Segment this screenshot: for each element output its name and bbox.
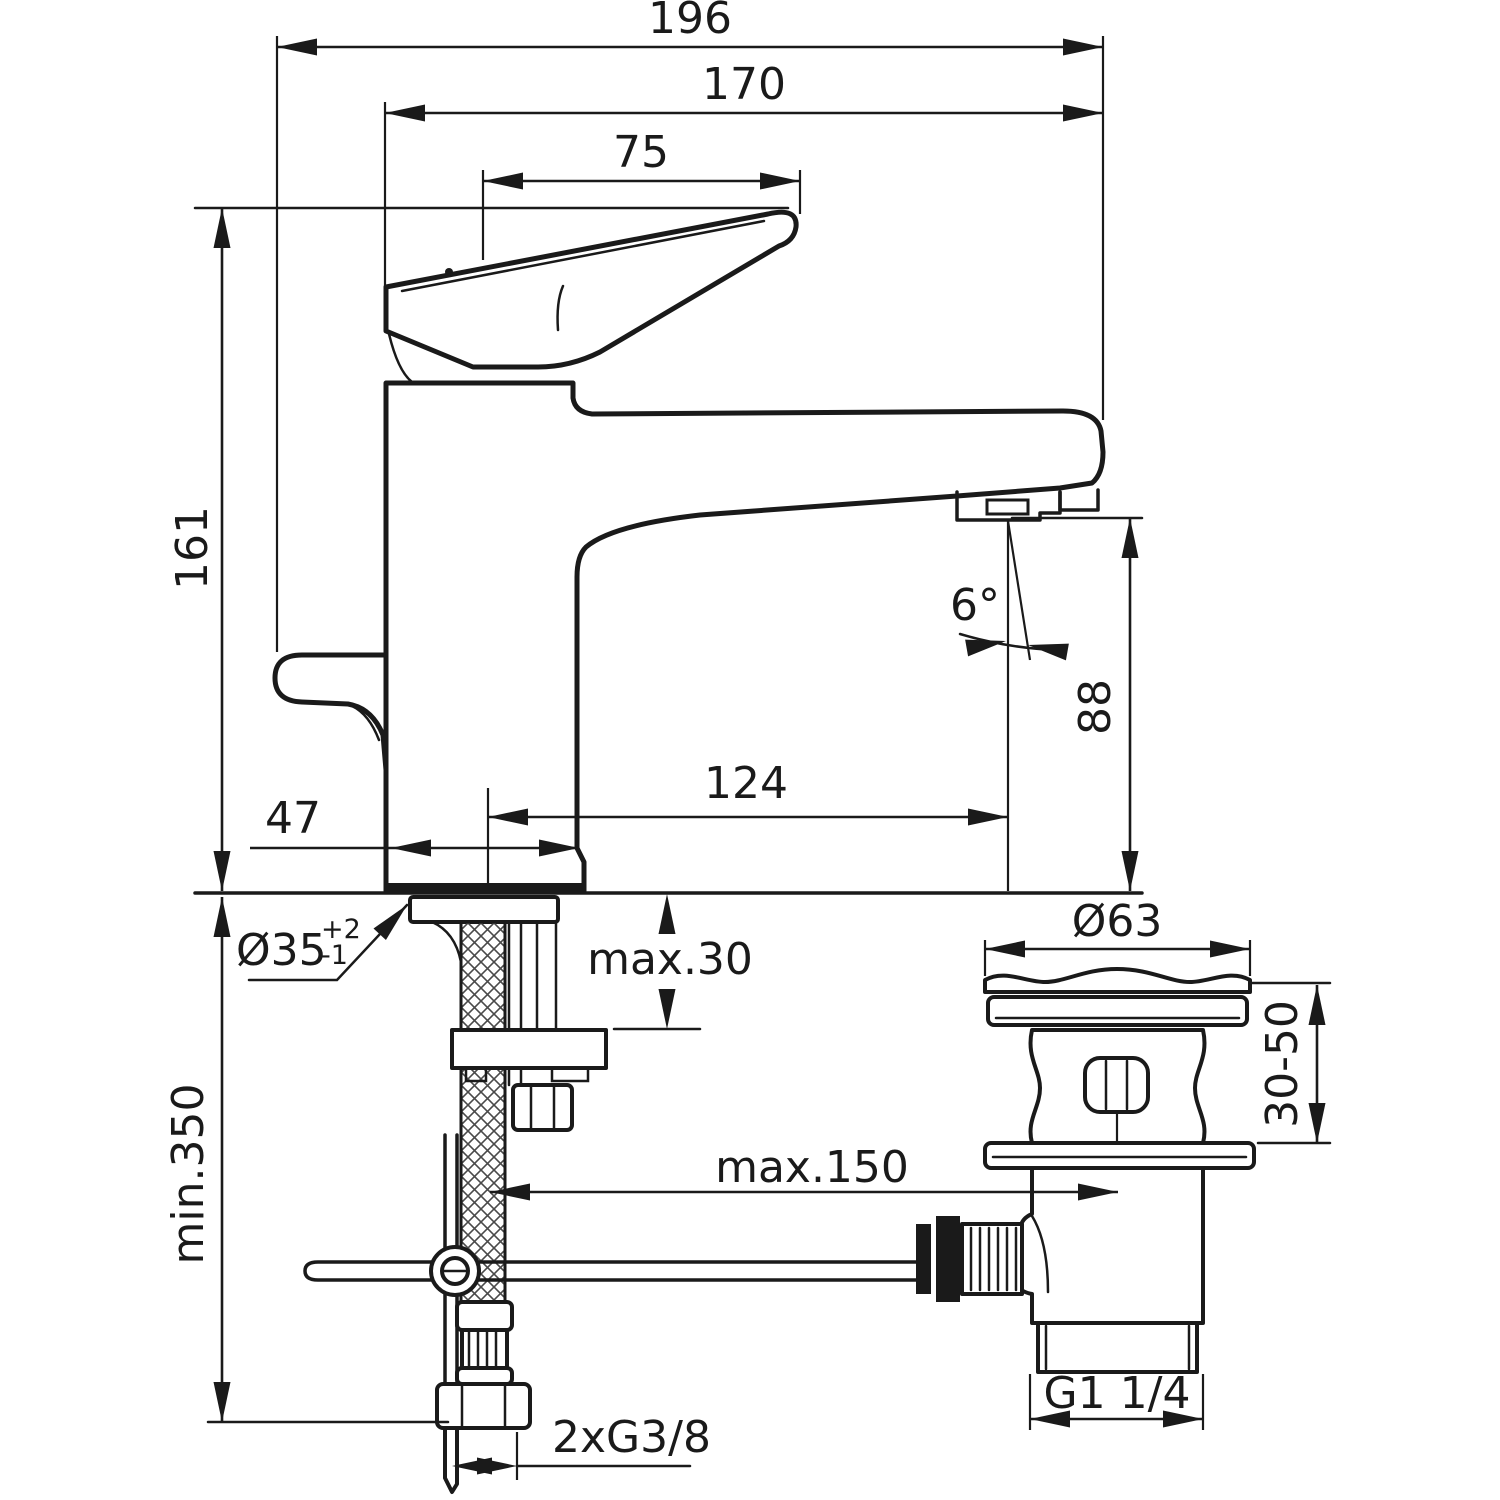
- pop-up-rod-tip: [443, 1426, 459, 1494]
- label-hole-tol-minus: -1: [321, 940, 348, 971]
- label-waste-height-range: 30-50: [1257, 1000, 1308, 1128]
- arrowhead: [1121, 851, 1139, 891]
- arrowhead: [213, 851, 231, 891]
- mounting-shank: [408, 895, 608, 1304]
- pop-up-rod-horizontal: [303, 1260, 922, 1282]
- handle-loop-inner: [350, 704, 381, 742]
- hose-shoulder: [430, 920, 463, 964]
- label-body-to-spout: 170: [702, 59, 786, 110]
- stream-angled-line: [1006, 520, 1032, 661]
- arrowhead: [213, 897, 231, 937]
- faucet: [272, 209, 1106, 894]
- arrowhead: [658, 989, 676, 1029]
- label-base-width: 47: [265, 793, 321, 844]
- label-body-height: 161: [167, 506, 218, 590]
- mounting-bracket: [450, 1028, 608, 1070]
- arrowhead: [1078, 1183, 1118, 1201]
- label-hole-tol-plus: +2: [321, 914, 361, 945]
- label-rod-length: max.150: [715, 1142, 909, 1193]
- label-deck-thickness: max.30: [587, 934, 753, 985]
- arrowhead: [391, 839, 431, 857]
- lever-indicator-dot: [445, 268, 453, 276]
- pop-up-rod: [303, 1133, 922, 1494]
- arrowhead: [1210, 940, 1250, 958]
- faucet-body-spout: [383, 380, 1106, 894]
- shank-tube: [535, 920, 558, 1032]
- fixing-nut: [511, 1083, 574, 1132]
- arrowhead: [1028, 643, 1069, 661]
- label-lever-length: 75: [613, 127, 669, 178]
- hose-nut: [435, 1382, 532, 1430]
- arrowhead: [490, 1183, 530, 1201]
- label-spout-angle: 6°: [950, 580, 1000, 631]
- label-clearance-below: min.350: [163, 1084, 214, 1265]
- lever-front-arc: [556, 284, 565, 332]
- label-waste-thread: G1 1/4: [1044, 1368, 1191, 1419]
- arrowhead: [385, 104, 425, 122]
- arrowhead: [373, 905, 407, 941]
- arrowhead: [1163, 1410, 1203, 1428]
- waste-top-flange: [986, 995, 1249, 1027]
- arrowhead: [477, 1457, 517, 1475]
- arrowhead: [658, 894, 676, 934]
- hose-end-fitting: [435, 1300, 532, 1430]
- waste-lever-slot: [1083, 1056, 1150, 1114]
- waste-plug: [983, 967, 1252, 994]
- label-supply-thread: 2xG3/8: [552, 1412, 711, 1463]
- lever-top-highlight: [400, 219, 766, 293]
- arrowhead: [1030, 1410, 1070, 1428]
- supply-hose: [459, 920, 507, 1304]
- lever-handle: [383, 209, 799, 370]
- arrowheads: [213, 38, 1326, 1475]
- bracket-hooks: [464, 1066, 590, 1083]
- arrowhead: [488, 808, 528, 826]
- label-overall-width: 196: [648, 0, 732, 44]
- arrowhead: [985, 940, 1025, 958]
- label-mounting-hole: Ø35: [236, 925, 327, 976]
- arrowhead: [1308, 985, 1326, 1025]
- arrowhead: [760, 172, 800, 190]
- waste-thread: [1036, 1321, 1199, 1374]
- arrowhead: [1308, 1103, 1326, 1143]
- labels: 196 170 75 161 min.350 47 124 88 6° Ø35 …: [163, 0, 1308, 1463]
- label-spout-height: 88: [1070, 679, 1121, 735]
- arrowhead: [213, 1382, 231, 1422]
- arrowhead: [965, 639, 1006, 657]
- label-waste-flange: Ø63: [1072, 896, 1163, 947]
- shank-flange: [408, 895, 560, 924]
- arrowhead: [1121, 518, 1139, 558]
- arrowhead: [539, 839, 579, 857]
- arrowhead: [1063, 38, 1103, 56]
- arrowhead: [213, 208, 231, 248]
- waste-lower-flange: [983, 1141, 1256, 1170]
- handle-loop: [272, 652, 389, 773]
- arrowhead: [483, 172, 523, 190]
- label-spout-reach: 124: [704, 758, 788, 809]
- arrowhead: [277, 38, 317, 56]
- arrowhead: [1063, 104, 1103, 122]
- compression-nut: [916, 1224, 931, 1294]
- aerator: [955, 488, 1100, 522]
- arrowhead: [968, 808, 1008, 826]
- lever-back-arc: [387, 332, 414, 384]
- drain-assembly: [916, 967, 1256, 1374]
